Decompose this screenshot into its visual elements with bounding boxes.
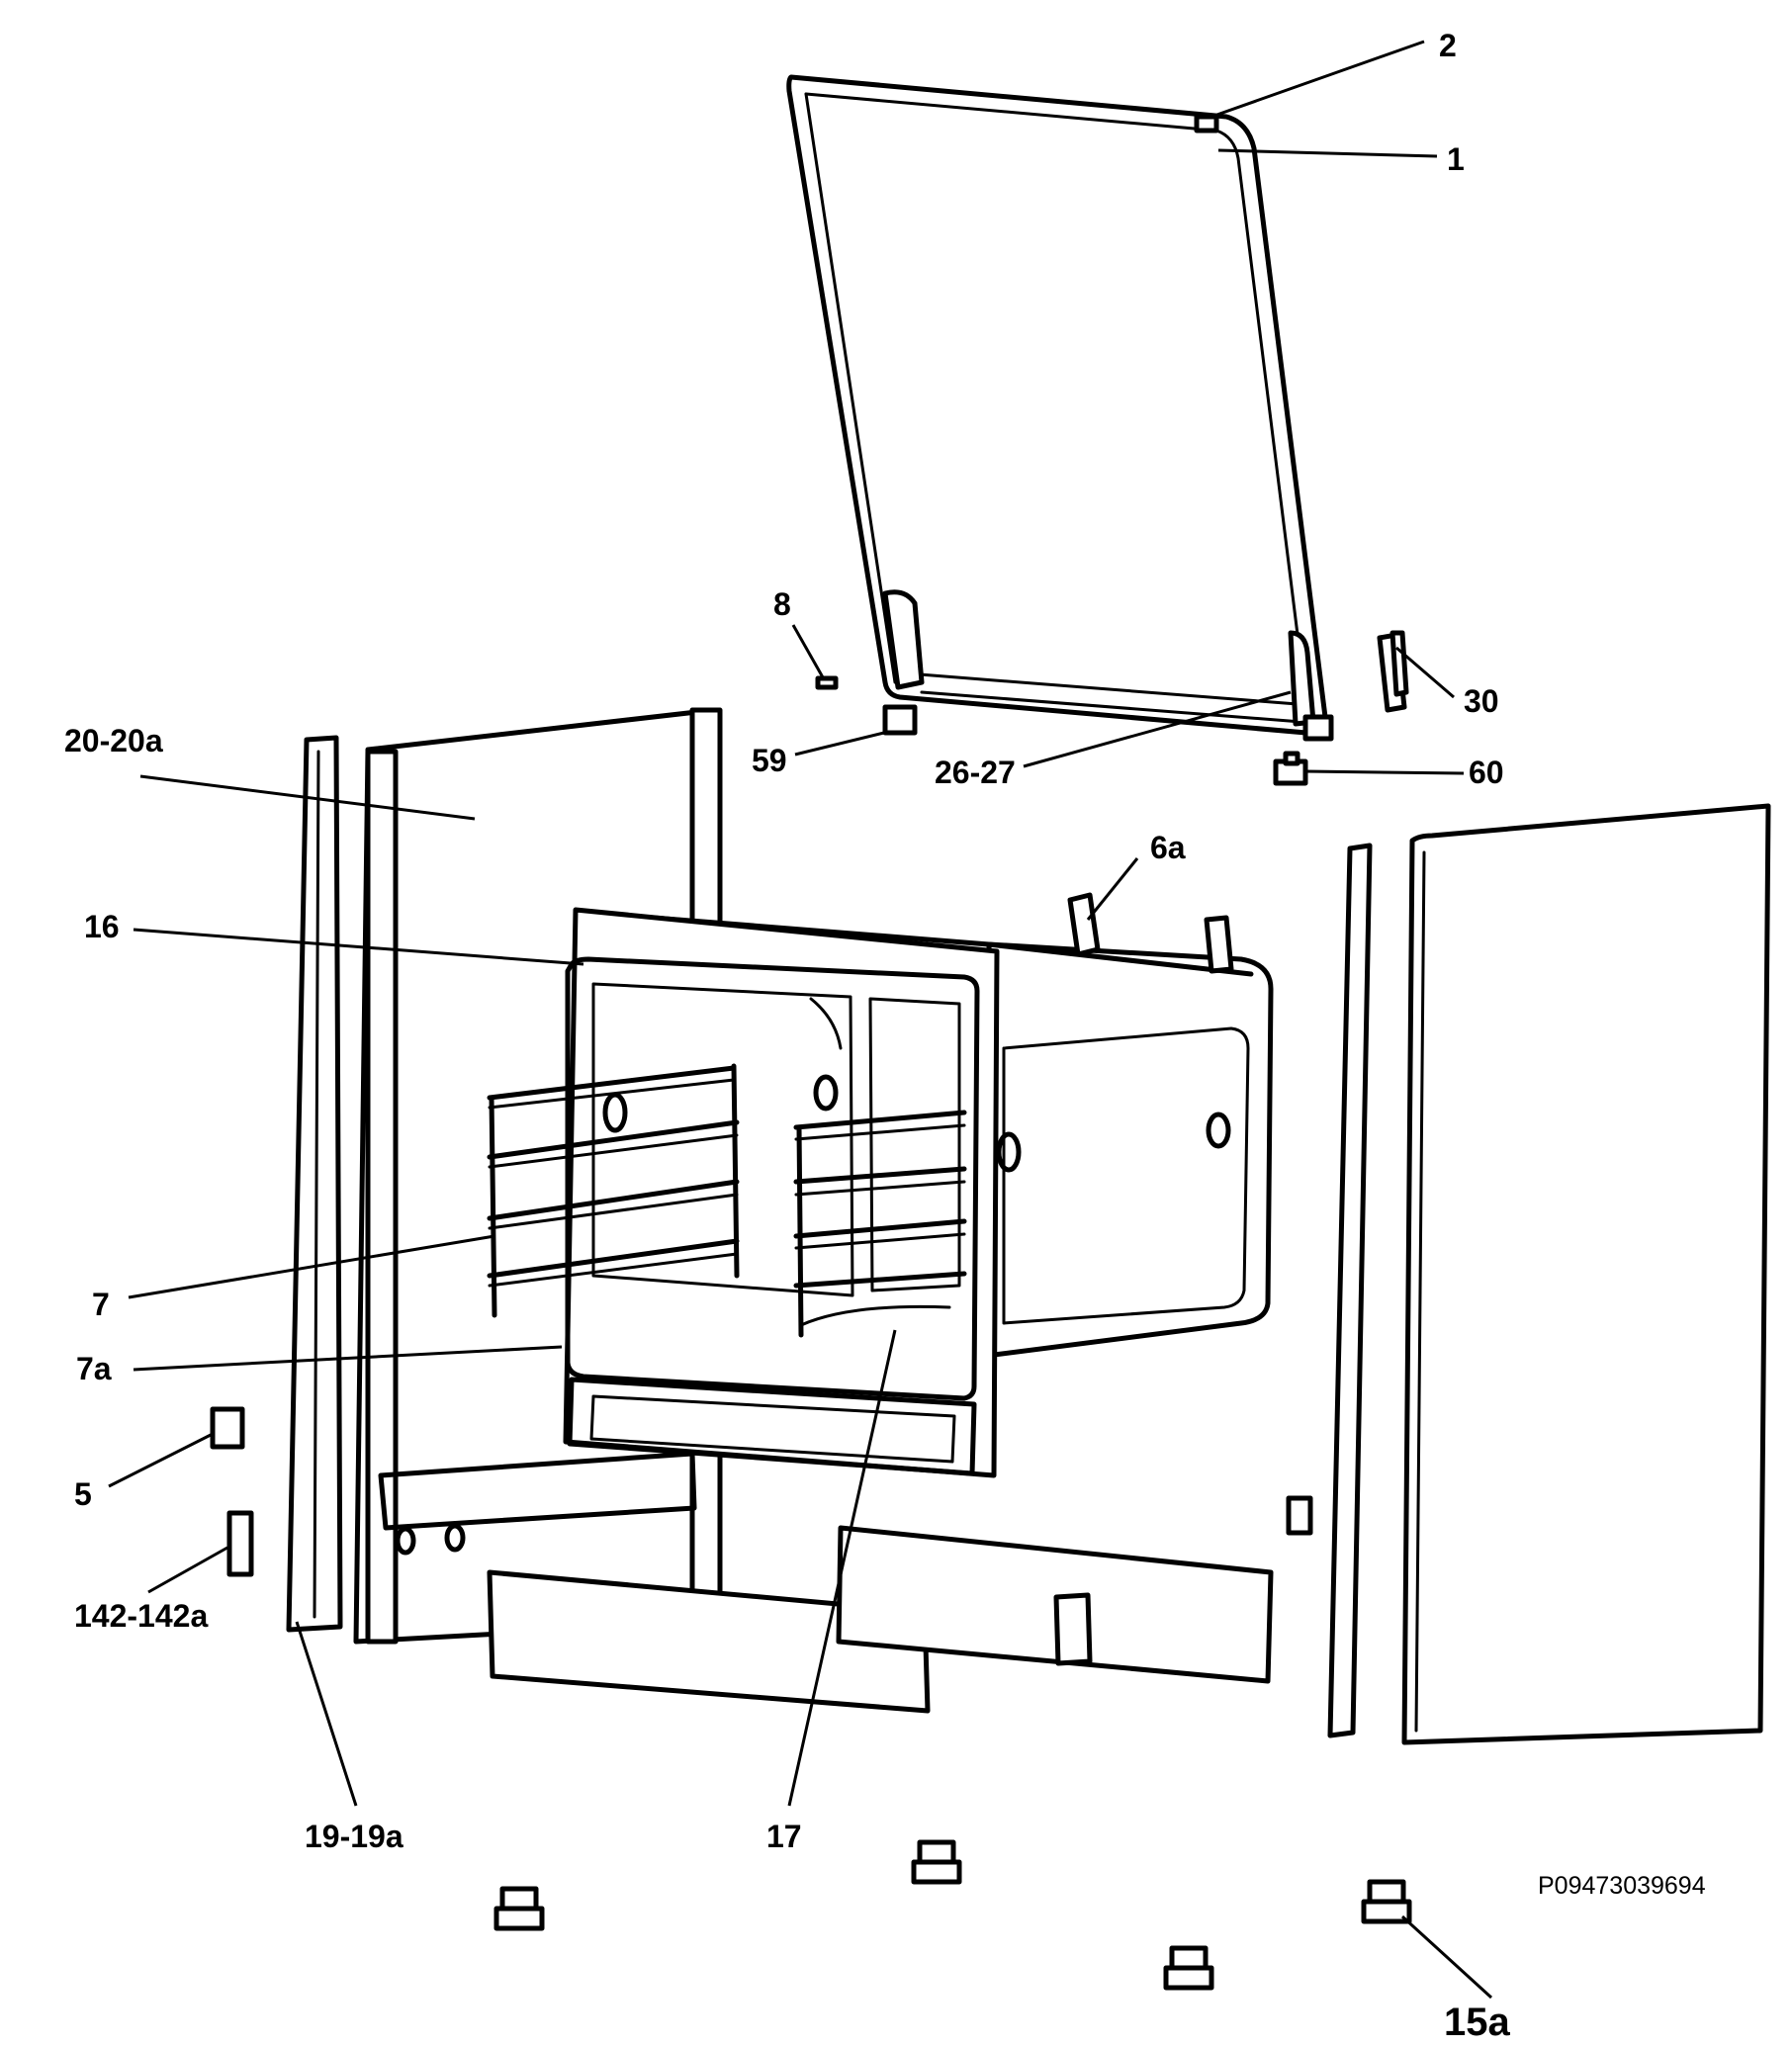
part-8-screw bbox=[815, 675, 839, 690]
label-59: 59 bbox=[752, 743, 787, 778]
foot-4 bbox=[1361, 1879, 1412, 1924]
label-19-19a: 19-19a bbox=[305, 1819, 403, 1854]
foot-1 bbox=[493, 1886, 545, 1931]
label-6a: 6a bbox=[1150, 830, 1186, 865]
foot-2 bbox=[911, 1839, 962, 1885]
part-30-bracket bbox=[1377, 630, 1409, 713]
left-front-strip bbox=[286, 735, 343, 1633]
top-glass-frame bbox=[786, 74, 1334, 742]
label-7: 7 bbox=[92, 1287, 110, 1322]
foot-3 bbox=[1163, 1945, 1214, 1991]
label-60: 60 bbox=[1469, 755, 1504, 790]
label-5: 5 bbox=[74, 1476, 92, 1512]
label-16: 16 bbox=[84, 909, 120, 944]
lower-frame bbox=[378, 1451, 1274, 1714]
leader-lines bbox=[108, 40, 1493, 2000]
label-1: 1 bbox=[1447, 141, 1465, 177]
label-20-20a: 20-20a bbox=[64, 723, 163, 758]
part-60-hinge bbox=[1273, 751, 1308, 786]
drawing-code: P09473039694 bbox=[1538, 1872, 1706, 1900]
label-26-27: 26-27 bbox=[935, 755, 1016, 790]
wire-rack-left bbox=[487, 1063, 740, 1318]
label-2: 2 bbox=[1439, 28, 1457, 63]
part-labels: 2 1 8 30 59 26-27 60 20-20a 6a 16 7 7a 5… bbox=[64, 28, 1706, 2044]
part-142-clip bbox=[226, 1510, 254, 1577]
label-142-142a: 142-142a bbox=[74, 1598, 208, 1634]
label-30: 30 bbox=[1464, 683, 1499, 719]
part-6a-brackets bbox=[1067, 892, 1234, 974]
label-17: 17 bbox=[766, 1819, 802, 1854]
label-8: 8 bbox=[773, 586, 791, 622]
wire-rack-right bbox=[793, 1110, 967, 1338]
part-5-clip bbox=[210, 1406, 245, 1450]
label-7a: 7a bbox=[76, 1351, 112, 1386]
label-15a: 15a bbox=[1444, 2001, 1510, 2044]
right-side-panel bbox=[1286, 803, 1771, 1745]
bottom-plate bbox=[799, 1304, 951, 1327]
